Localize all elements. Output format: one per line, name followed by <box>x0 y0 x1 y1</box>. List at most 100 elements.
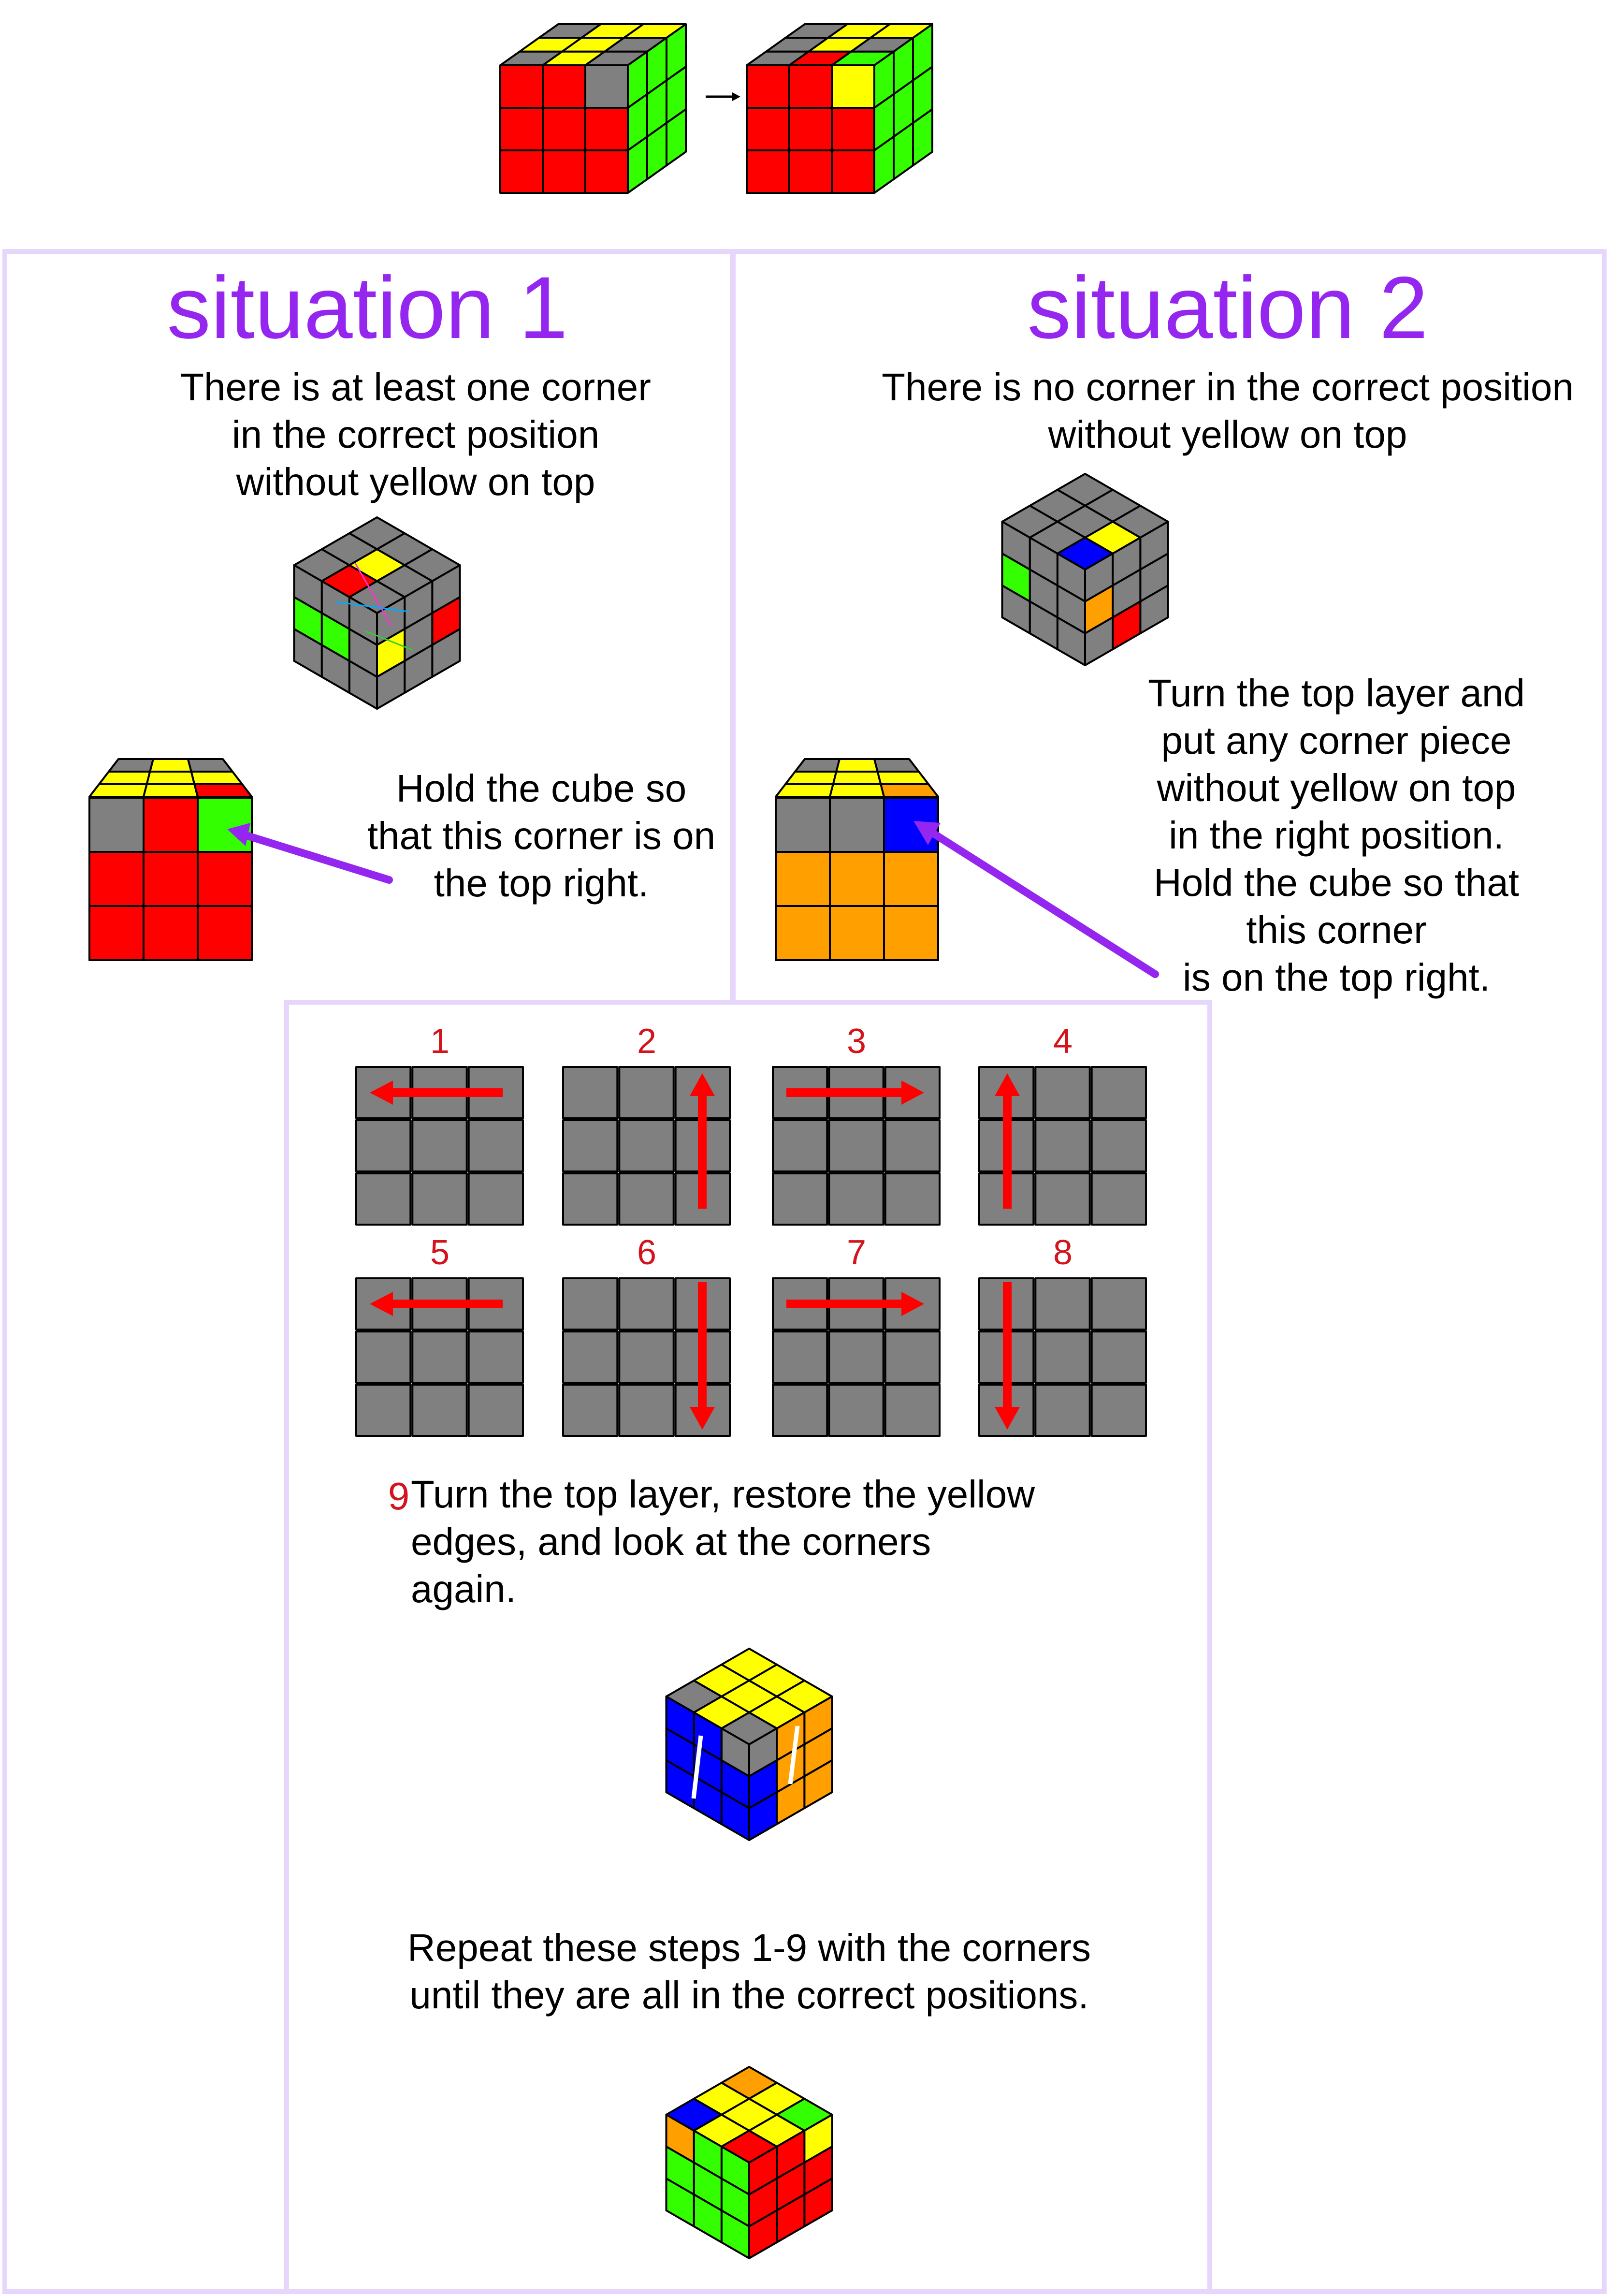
sticker <box>562 1066 619 1119</box>
sticker <box>829 797 885 853</box>
sticker <box>772 1384 828 1437</box>
sticker <box>1090 1384 1147 1437</box>
sticker <box>293 628 323 678</box>
step-8-grid <box>978 1277 1147 1437</box>
sticker <box>831 149 875 194</box>
situation-1-title: situation 1 <box>167 258 568 357</box>
sticker <box>542 149 586 194</box>
step-3-number: 3 <box>846 1022 867 1061</box>
annotation-line <box>364 630 414 651</box>
situation-2-turn-text: Turn the top layer and put any corner pi… <box>1148 672 1525 999</box>
header-cube-after <box>746 23 933 194</box>
solved-cube <box>665 2066 833 2259</box>
sticker <box>784 771 838 785</box>
step-7-grid <box>772 1277 941 1437</box>
sticker <box>411 1331 468 1384</box>
sticker <box>788 107 833 151</box>
sticker <box>618 1331 675 1384</box>
sticker <box>832 771 882 785</box>
up-arrow-icon <box>995 1073 1020 1209</box>
sticker <box>884 1172 941 1226</box>
step-7-number: 7 <box>846 1233 867 1272</box>
up-arrow-icon <box>690 1073 715 1209</box>
sticker <box>193 783 253 798</box>
sticker <box>411 1172 468 1226</box>
sticker <box>467 1331 524 1384</box>
sticker <box>1090 1277 1147 1331</box>
sticker <box>499 64 544 109</box>
sticker <box>775 783 834 798</box>
sticker <box>772 1331 828 1384</box>
left-arrow-icon <box>370 1081 503 1105</box>
marker-line <box>788 1726 800 1784</box>
annotation-line <box>335 601 409 613</box>
down-arrow-icon <box>690 1282 715 1430</box>
sticker <box>746 107 790 151</box>
sticker <box>88 797 145 853</box>
sticker <box>1034 1277 1091 1331</box>
sticker <box>831 107 875 151</box>
repeat-text: Repeat these steps 1-9 with the corners … <box>407 1926 1091 2017</box>
sticker <box>788 149 833 194</box>
situation-1-hold-text: Hold the cube so that this corner is on … <box>367 767 716 905</box>
sticker <box>562 1384 619 1437</box>
right-arrow-icon <box>786 1292 924 1316</box>
situation-2-description: There is no corner in the correct positi… <box>882 366 1574 456</box>
sticker <box>884 1384 941 1437</box>
step-5-grid <box>355 1277 524 1437</box>
sticker <box>467 1119 524 1172</box>
sticker <box>1034 1331 1091 1384</box>
right-arrow-icon <box>786 1081 924 1105</box>
annotation-line <box>354 563 392 627</box>
sticker <box>665 2178 695 2227</box>
sticker <box>355 1331 412 1384</box>
sticker <box>1090 1119 1147 1172</box>
sticker <box>828 1119 884 1172</box>
sticker <box>831 64 875 109</box>
sticker <box>355 1172 412 1226</box>
sticker <box>876 771 929 785</box>
sticker <box>883 905 939 961</box>
step-4-grid <box>978 1066 1147 1226</box>
step-1-grid <box>355 1066 524 1226</box>
sticker <box>499 149 544 194</box>
situation-2-title: situation 2 <box>1027 258 1428 357</box>
left-arrow-icon <box>370 1292 503 1316</box>
sticker <box>355 1384 412 1437</box>
sticker <box>411 1384 468 1437</box>
sticker <box>108 758 154 773</box>
situation-2-cube <box>1001 473 1169 666</box>
sticker <box>584 64 629 109</box>
sticker <box>772 1119 828 1172</box>
step-9-text: Turn the top layer, restore the yellow e… <box>411 1473 1035 1610</box>
sticker <box>1034 1384 1091 1437</box>
sticker <box>1090 1066 1147 1119</box>
sticker <box>1034 1066 1091 1119</box>
sticker <box>880 783 939 798</box>
sticker <box>1090 1331 1147 1384</box>
sticker <box>98 771 151 785</box>
sticker <box>828 1331 884 1384</box>
sticker <box>775 797 831 853</box>
sticker <box>835 758 879 773</box>
sticker <box>88 905 145 961</box>
sticker <box>562 1331 619 1384</box>
sticker <box>1034 1172 1091 1226</box>
sticker <box>411 1119 468 1172</box>
sticker <box>746 149 790 194</box>
transition-arrow-icon <box>706 92 740 101</box>
sticker <box>190 771 243 785</box>
step-2-number: 2 <box>637 1022 657 1061</box>
sticker <box>666 108 687 167</box>
sticker <box>467 1172 524 1226</box>
sticker <box>828 1172 884 1226</box>
sticker <box>542 107 586 151</box>
step-6-number: 6 <box>637 1233 657 1272</box>
sticker <box>884 1331 941 1384</box>
down-arrow-icon <box>995 1282 1020 1430</box>
step-8-number: 8 <box>1053 1233 1073 1272</box>
sticker <box>143 851 199 907</box>
sticker <box>197 905 253 961</box>
sticker <box>145 771 196 785</box>
situation-1-cube <box>293 516 461 710</box>
